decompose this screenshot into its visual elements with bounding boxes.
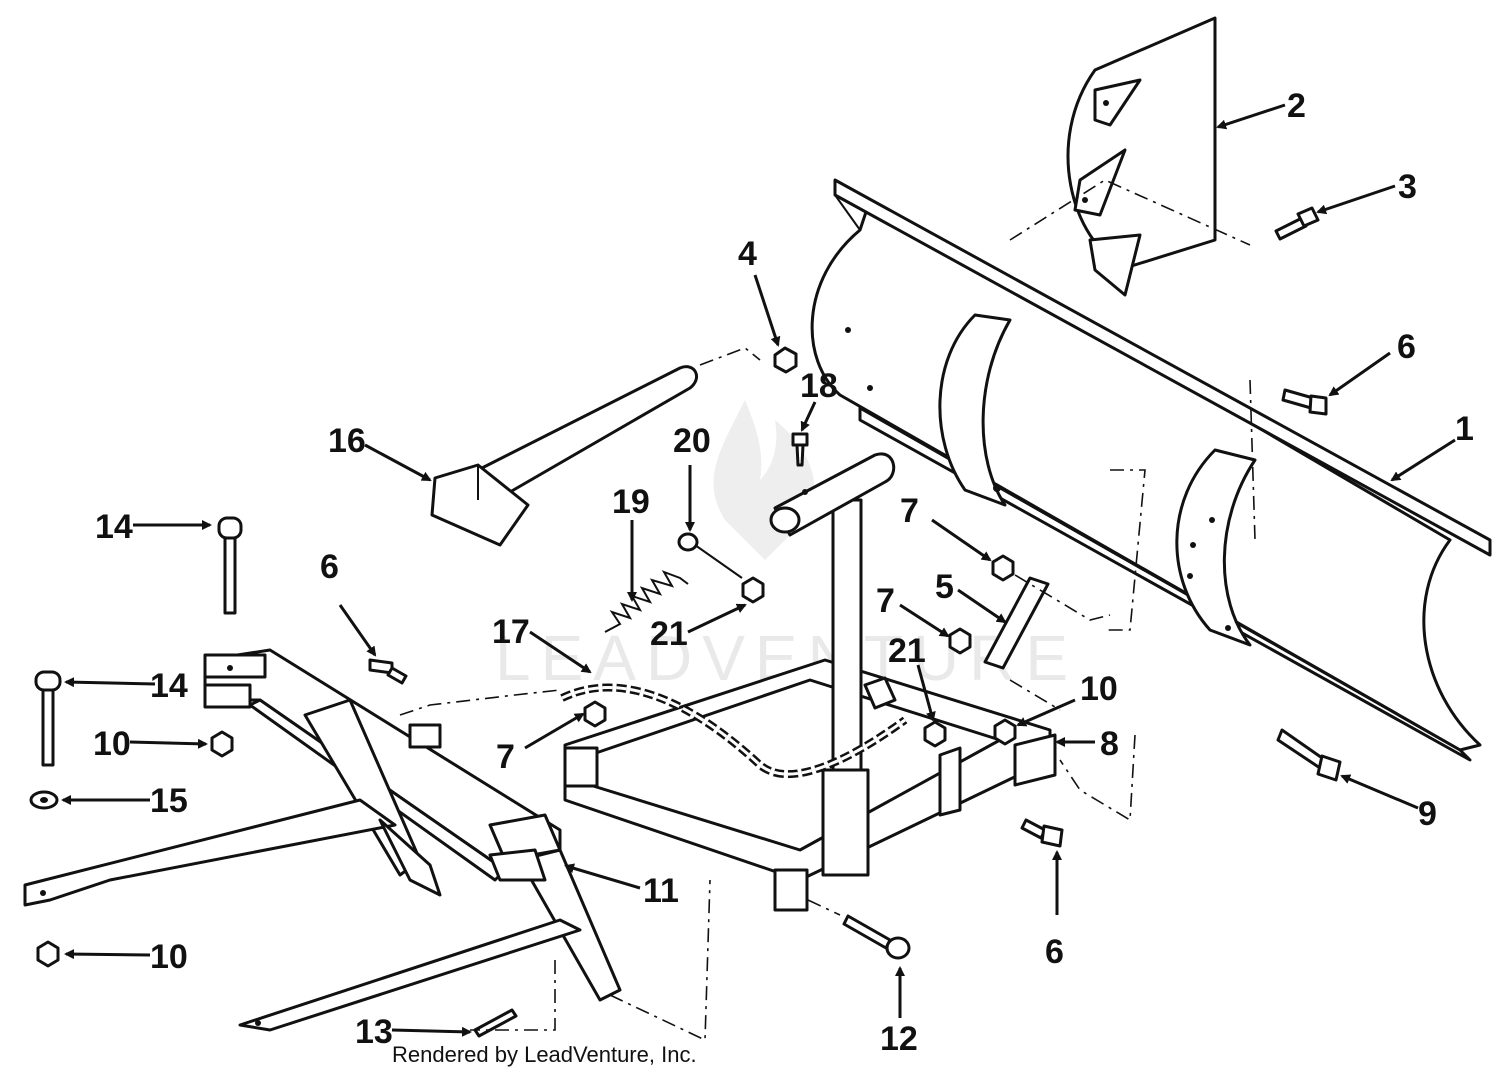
callout-arrows	[61, 103, 1456, 1037]
callout-19: 19	[612, 483, 650, 521]
callout-2: 2	[1287, 87, 1306, 125]
assembly-lines	[399, 179, 1256, 1042]
spring	[604, 570, 689, 633]
callout-12: 12	[880, 1020, 918, 1058]
hitch-frame	[23, 648, 622, 1032]
callout-7: 7	[900, 492, 919, 530]
callout-7: 7	[496, 738, 515, 776]
callout-labels: 2 3 4 6 1 18 16 20 19 7 21 5 7 17 21 10 …	[93, 87, 1474, 1058]
callout-10: 10	[150, 938, 188, 976]
callout-6: 6	[1397, 328, 1416, 366]
credit-text: Rendered by LeadVenture, Inc.	[392, 1042, 697, 1067]
callout-9: 9	[1418, 795, 1437, 833]
callout-17: 18	[800, 367, 838, 405]
callout-21: 21	[650, 615, 688, 653]
callout-4: 4	[738, 235, 757, 273]
callout-14: 14	[150, 667, 188, 705]
watermark: LEADVENTURE	[495, 400, 1068, 694]
blade-side-shield	[1066, 16, 1217, 297]
callout-6: 6	[1045, 933, 1064, 971]
callout-5: 5	[935, 568, 954, 606]
callout-18: 17	[492, 613, 530, 651]
callout-6: 6	[320, 548, 339, 586]
callout-10: 10	[93, 725, 131, 763]
chain	[560, 683, 908, 779]
callout-3: 3	[1398, 168, 1417, 206]
callout-1: 1	[1455, 410, 1474, 448]
fasteners	[29, 206, 1342, 1038]
callout-7: 7	[876, 582, 895, 620]
callout-16: 16	[328, 422, 366, 460]
plow-blade	[810, 178, 1492, 762]
callout-11: 11	[643, 872, 679, 910]
plow-handle	[430, 365, 698, 547]
callout-15: 15	[150, 782, 188, 820]
blade-bracket	[983, 576, 1050, 670]
callout-14: 14	[95, 508, 133, 546]
callout-20: 20	[673, 422, 711, 460]
callout-21: 21	[888, 632, 926, 670]
callout-10: 10	[1080, 670, 1118, 708]
callout-8: 8	[1100, 725, 1119, 763]
callout-13: 13	[355, 1013, 393, 1051]
